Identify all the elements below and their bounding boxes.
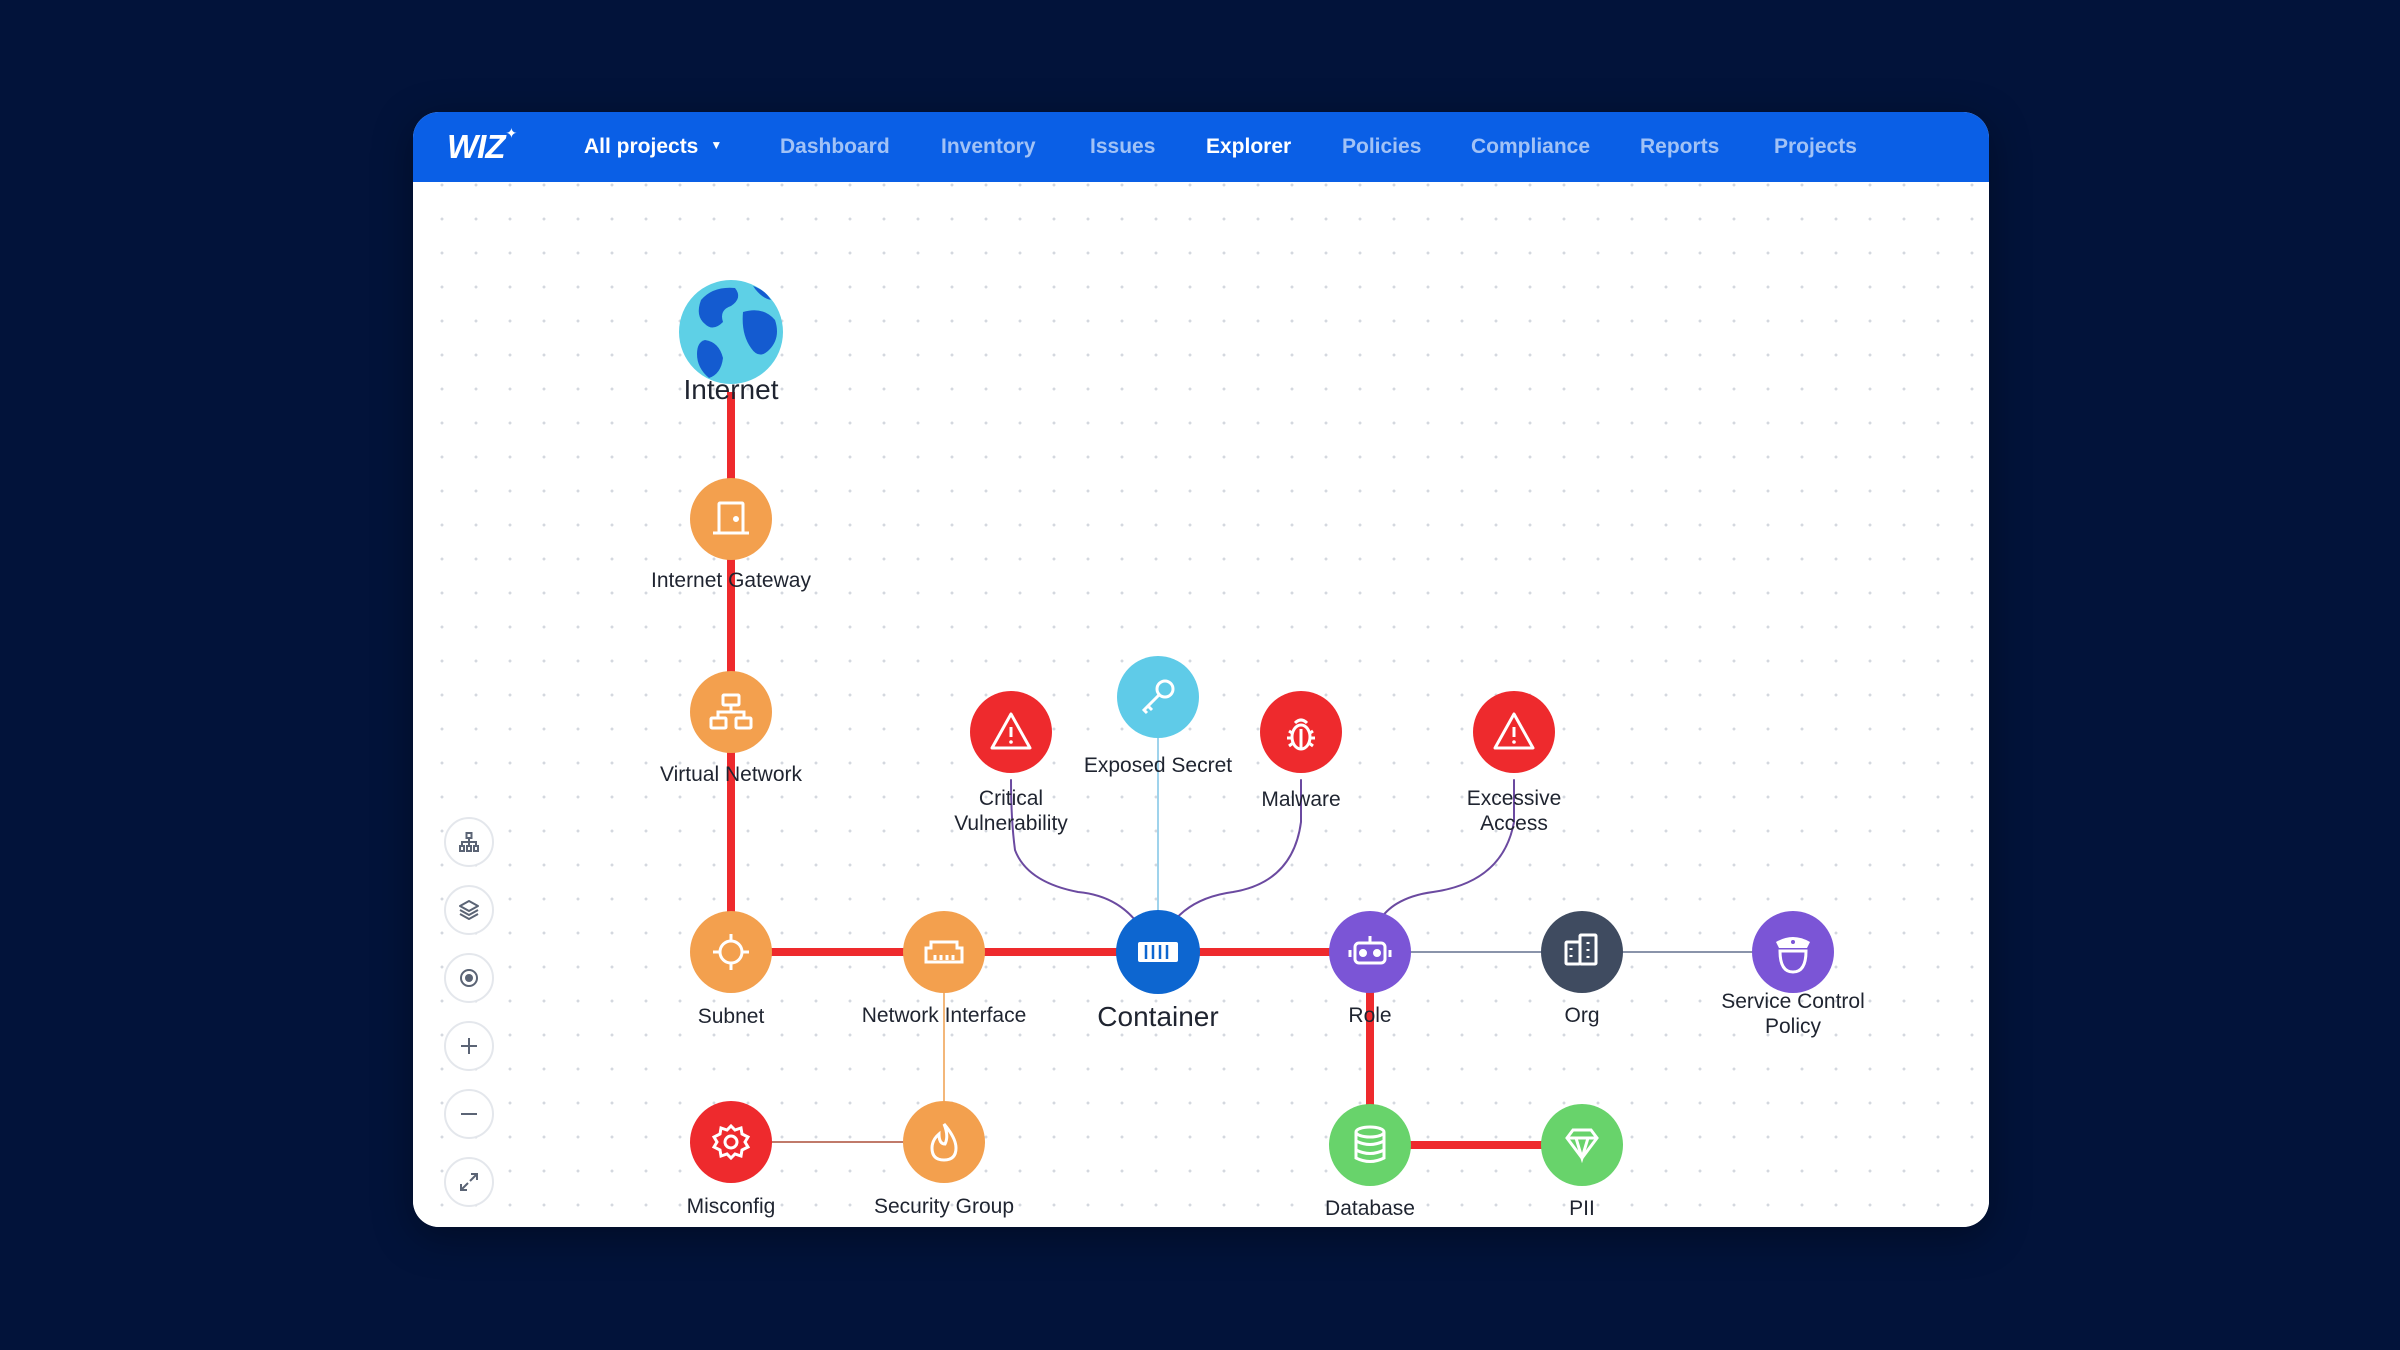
label-database: Database [1325, 1197, 1415, 1220]
ethernet-icon [924, 940, 964, 964]
nav-compliance[interactable]: Compliance [1471, 135, 1591, 158]
building-icon [1564, 933, 1598, 966]
node-security-group[interactable] [903, 1101, 985, 1183]
node-virtual-network[interactable] [690, 671, 772, 753]
focus-button[interactable] [444, 953, 494, 1003]
expand-button[interactable] [444, 1157, 494, 1207]
key-icon [1141, 679, 1175, 715]
label-internet: Internet [683, 374, 779, 405]
expand-icon [460, 1173, 478, 1191]
security-graph [679, 280, 1834, 1186]
node-container[interactable] [1116, 910, 1200, 994]
nav-dashboard[interactable]: Dashboard [780, 135, 890, 158]
label-malware: Malware [1261, 788, 1341, 811]
nav-projects[interactable]: Projects [1774, 135, 1857, 158]
nav-explorer[interactable]: Explorer [1206, 135, 1292, 158]
gem-icon [1565, 1128, 1599, 1164]
wiz-logo[interactable]: WIZ✦ [447, 124, 518, 168]
label-service-control-policy: Service Control Policy [1721, 989, 1865, 1039]
label-virtual-network: Virtual Network [660, 763, 802, 786]
flame-icon [930, 1123, 958, 1162]
edge-vuln-container [1010, 779, 1154, 953]
hierarchy-button[interactable] [444, 817, 494, 867]
node-subnet[interactable] [690, 911, 772, 993]
nav-reports[interactable]: Reports [1640, 135, 1720, 158]
node-network-interface[interactable] [903, 911, 985, 993]
node-misconfig[interactable] [690, 1101, 772, 1183]
zoom-in-button[interactable] [444, 1021, 494, 1071]
label-cv-line1: Critical [978, 787, 1044, 810]
label-org: Org [1564, 1004, 1600, 1027]
node-org[interactable] [1541, 911, 1623, 993]
label-scp-line1: Service Control [1721, 990, 1865, 1013]
door-icon [713, 501, 749, 535]
node-exposed-secret[interactable] [1117, 656, 1199, 738]
zoom-out-button[interactable] [444, 1089, 494, 1139]
node-malware[interactable] [1260, 691, 1342, 773]
label-scp-line2: Policy [1764, 1015, 1822, 1038]
label-security-group: Security Group [873, 1195, 1015, 1218]
gear-icon [711, 1123, 751, 1161]
network-icon [709, 693, 753, 730]
container-icon [1138, 942, 1178, 962]
caret-down-icon: ▼ [710, 138, 723, 153]
label-container: Container [1097, 1001, 1219, 1032]
project-selector-label: All projects [584, 135, 699, 158]
layers-icon [459, 900, 479, 920]
warning-icon [1493, 712, 1535, 750]
explorer-window: WIZ✦ All projects ▼ Dashboard Inventory I… [413, 112, 1989, 1227]
node-excessive-access[interactable] [1473, 691, 1555, 773]
label-subnet: Subnet [697, 1005, 765, 1028]
node-pii[interactable] [1541, 1104, 1623, 1186]
label-ea-line1: Excessive [1466, 787, 1562, 810]
label-internet-gateway: Internet Gateway [651, 569, 811, 592]
label-misconfig: Misconfig [686, 1195, 776, 1218]
project-selector[interactable]: All projects ▼ [584, 112, 722, 182]
database-icon [1354, 1125, 1386, 1163]
nav-issues[interactable]: Issues [1090, 135, 1156, 158]
label-cv-line2: Vulnerability [954, 812, 1068, 835]
node-role[interactable] [1329, 911, 1411, 993]
zoom-in-icon [461, 1038, 477, 1054]
node-critical-vulnerability[interactable] [970, 691, 1052, 773]
zoom-out-icon [461, 1113, 477, 1115]
robot-icon [1348, 936, 1392, 965]
label-exposed-secret: Exposed Secret [1083, 754, 1233, 777]
graph-canvas[interactable]: Internet Internet Gateway Virtual Networ… [413, 182, 1989, 1227]
logo-star-icon: ✦ [505, 124, 518, 141]
label-role: Role [1348, 1004, 1392, 1027]
nav-policies[interactable]: Policies [1342, 135, 1422, 158]
label-ea-line2: Access [1480, 812, 1548, 835]
label-pii: PII [1569, 1197, 1595, 1220]
label-network-interface: Network Interface [861, 1004, 1027, 1027]
node-internet-gateway[interactable] [690, 478, 772, 560]
warning-icon [990, 712, 1032, 750]
top-navbar: WIZ✦ All projects ▼ Dashboard Inventory I… [413, 112, 1989, 182]
layers-button[interactable] [444, 885, 494, 935]
label-critical-vulnerability: Critical Vulnerability [954, 786, 1068, 836]
node-service-control-policy[interactable] [1752, 911, 1834, 993]
bug-icon [1287, 718, 1315, 751]
logo-text: WIZ [447, 128, 505, 165]
node-internet[interactable] [679, 280, 783, 384]
nav-inventory[interactable]: Inventory [941, 135, 1036, 158]
hierarchy-icon [459, 832, 479, 852]
node-database[interactable] [1329, 1104, 1411, 1186]
police-icon [1776, 937, 1810, 974]
focus-icon [460, 969, 478, 987]
subnet-icon [713, 934, 749, 970]
label-excessive-access: Excessive Access [1467, 786, 1562, 836]
